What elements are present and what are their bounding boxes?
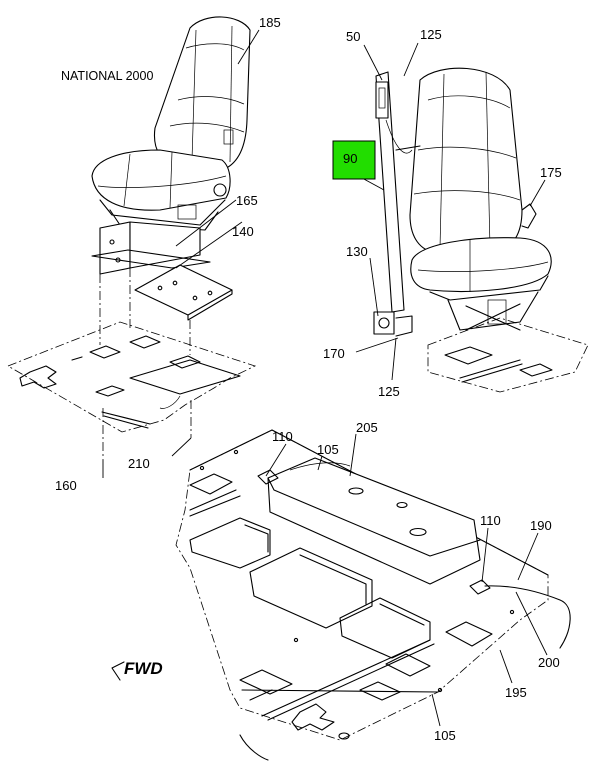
callout-130: 130 (346, 244, 368, 259)
callout-200: 200 (538, 655, 560, 670)
callout-110-right: 110 (480, 513, 501, 528)
callout-140: 140 (232, 224, 254, 239)
callout-160: 160 (55, 478, 77, 493)
callout-110-left: 110 (272, 429, 293, 444)
seat-national-2000 (91, 16, 251, 460)
fwd-arrow: FWD (111, 659, 163, 681)
callout-105-bottom: 105 (434, 728, 456, 743)
callout-205: 205 (356, 420, 378, 435)
callout-195: 195 (505, 685, 527, 700)
highlight-box-90 (332, 140, 376, 180)
title-national-2000: NATIONAL 2000 (61, 69, 153, 83)
callout-210: 210 (128, 456, 150, 471)
callout-105-top: 105 (317, 442, 339, 457)
callout-125-bottom: 125 (378, 384, 400, 399)
callout-185: 185 (259, 15, 281, 30)
floor-section-left (7, 321, 257, 433)
callout-170: 170 (323, 346, 345, 361)
leader-lines (102, 29, 548, 727)
callout-90: 90 (343, 151, 357, 166)
callout-190: 190 (530, 518, 552, 533)
seat-with-belt (373, 67, 589, 393)
callout-175: 175 (540, 165, 562, 180)
fwd-label: FWD (124, 659, 163, 678)
main-floor-panel (175, 429, 571, 761)
callout-125-top: 125 (420, 27, 442, 42)
callout-165: 165 (236, 193, 258, 208)
callout-50: 50 (346, 29, 360, 44)
